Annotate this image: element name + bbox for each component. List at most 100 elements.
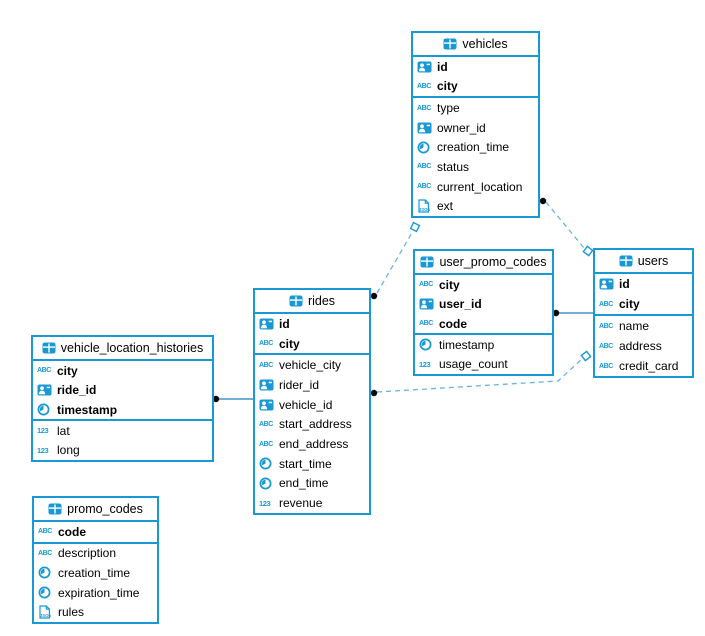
column-row[interactable]: rider_id (255, 375, 369, 395)
column-name: long (57, 443, 80, 458)
column-row[interactable]: timestamp (415, 335, 552, 354)
id-badge-icon (259, 318, 276, 330)
key-column-row[interactable]: ABC city (595, 294, 692, 314)
table-header[interactable]: vehicle_location_histories (33, 337, 212, 361)
column-name: user_id (439, 297, 482, 312)
key-column-row[interactable]: id (413, 57, 538, 77)
column-name: revenue (279, 496, 323, 511)
table-header[interactable]: user_promo_codes (415, 251, 552, 275)
time-icon (37, 403, 54, 416)
key-column-row[interactable]: id (255, 314, 369, 334)
column-name: usage_count (439, 357, 508, 372)
column-name: ext (437, 199, 454, 214)
table-icon (619, 255, 633, 267)
column-row[interactable]: ABC type (413, 98, 538, 118)
relationship-line-rides-vehicles[interactable] (376, 230, 414, 294)
id-badge-icon (259, 399, 276, 411)
table-header[interactable]: promo_codes (34, 498, 157, 522)
relationship-line-rides-users[interactable] (376, 358, 583, 393)
table-header[interactable]: users (595, 250, 692, 274)
key-section-divider (595, 314, 692, 316)
time-icon (417, 141, 434, 154)
relationship-line-vehicles-users[interactable] (545, 201, 585, 249)
column-name: city (439, 277, 460, 292)
svg-text:JSON: JSON (419, 207, 430, 212)
column-name: expiration_time (58, 585, 140, 600)
key-column-row[interactable]: ride_id (33, 380, 212, 399)
table-icon (48, 503, 62, 515)
text-icon: ABC (417, 183, 431, 191)
column-name: status (437, 159, 470, 174)
column-name: type (437, 101, 460, 116)
column-name: code (439, 316, 468, 331)
text-icon: ABC (259, 420, 273, 428)
text-icon: ABC (417, 163, 431, 171)
text-icon: ABC (599, 300, 613, 308)
key-column-row[interactable]: id (595, 274, 692, 294)
column-row[interactable]: creation_time (34, 563, 157, 583)
column-name: creation_time (58, 565, 131, 580)
table-header[interactable]: vehicles (413, 33, 538, 57)
cardinality-diamond (582, 245, 594, 257)
column-name: id (279, 316, 290, 331)
table-icon (42, 342, 56, 354)
column-name: address (619, 339, 662, 353)
id-badge-icon (259, 379, 276, 391)
column-row[interactable]: end_time (255, 474, 369, 494)
number-icon: 123 (37, 426, 49, 436)
cardinality-diamond (580, 350, 592, 362)
column-name: id (437, 59, 448, 74)
cardinality-dot (370, 389, 378, 397)
id-badge-icon (417, 61, 434, 73)
time-icon (419, 338, 436, 351)
column-row[interactable]: vehicle_id (255, 395, 369, 415)
text-icon: ABC (417, 104, 431, 112)
column-row[interactable]: ABC status (413, 157, 538, 177)
column-row[interactable]: creation_time (413, 138, 538, 158)
column-row[interactable]: JSON ext (413, 196, 538, 216)
key-column-row[interactable]: user_id (415, 294, 552, 313)
id-badge-icon (419, 298, 436, 310)
table-title: rides (307, 294, 336, 308)
column-name: city (619, 297, 640, 311)
table-header[interactable]: rides (255, 290, 369, 314)
time-icon (259, 457, 276, 470)
column-name: end_time (279, 476, 329, 491)
column-name: end_address (279, 437, 349, 452)
table-icon (289, 295, 303, 307)
table-icon (420, 256, 434, 268)
column-row[interactable]: owner_id (413, 118, 538, 138)
text-icon: ABC (259, 361, 273, 369)
text-icon: ABC (417, 82, 431, 90)
key-column-row[interactable]: timestamp (33, 400, 212, 419)
column-row[interactable]: start_time (255, 454, 369, 474)
table-title: vehicles (462, 37, 508, 51)
column-row[interactable]: expiration_time (34, 583, 157, 603)
